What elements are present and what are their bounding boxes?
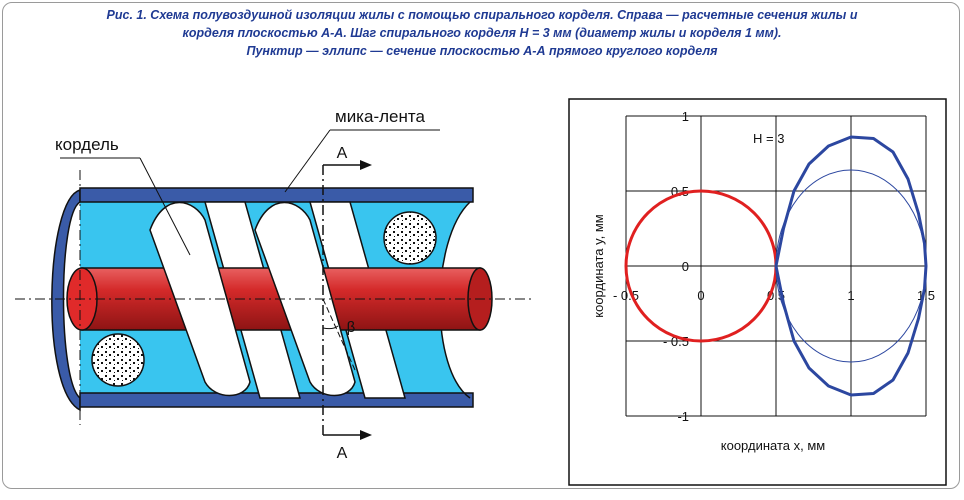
x-tick-label-4: 1.5 [917,288,935,303]
section-label-bottom: A [337,445,348,462]
figure-frame [2,2,960,489]
chart-grid [625,115,927,417]
figure-caption: Рис. 1. Схема полувоздушной изоляции жил… [0,6,964,60]
section-label-top: A [337,145,348,162]
chart-annotation: H = 3 [753,131,784,146]
label-tape-leader [284,129,331,193]
y-axis-label: координата y, мм [591,214,606,318]
cable-schematic: A A β кордель мика-лента [15,107,535,462]
caption-line-3: Пунктир — эллипс — сечение плоскостью А-… [246,44,718,58]
angle-arc [322,325,339,330]
caption-line-2: корделя плоскостью А-А. Шаг спирального … [182,26,782,40]
label-cord: кордель [55,135,119,154]
x-tick-label-1: 0 [697,288,704,303]
y-tick-label-4: -1 [677,409,689,424]
angle-line [322,298,356,371]
series-straight-cord-ellipse [775,169,927,363]
y-tick-label-2: 0 [682,259,689,274]
x-tick-label-3: 1 [847,288,854,303]
arrow-head-top [360,160,372,170]
chart-series [624,135,928,397]
cord-cross-sections [91,211,437,387]
y-tick-label-0: 1 [682,109,689,124]
tape-top [79,187,474,203]
label-tape: мика-лента [335,107,425,126]
x-axis-label: координата x, мм [721,438,826,453]
angle-label: β [347,319,356,336]
label-cord-leader [139,157,191,256]
arrow-head-bottom [360,430,372,440]
caption-line-1: Рис. 1. Схема полувоздушной изоляции жил… [106,8,858,22]
